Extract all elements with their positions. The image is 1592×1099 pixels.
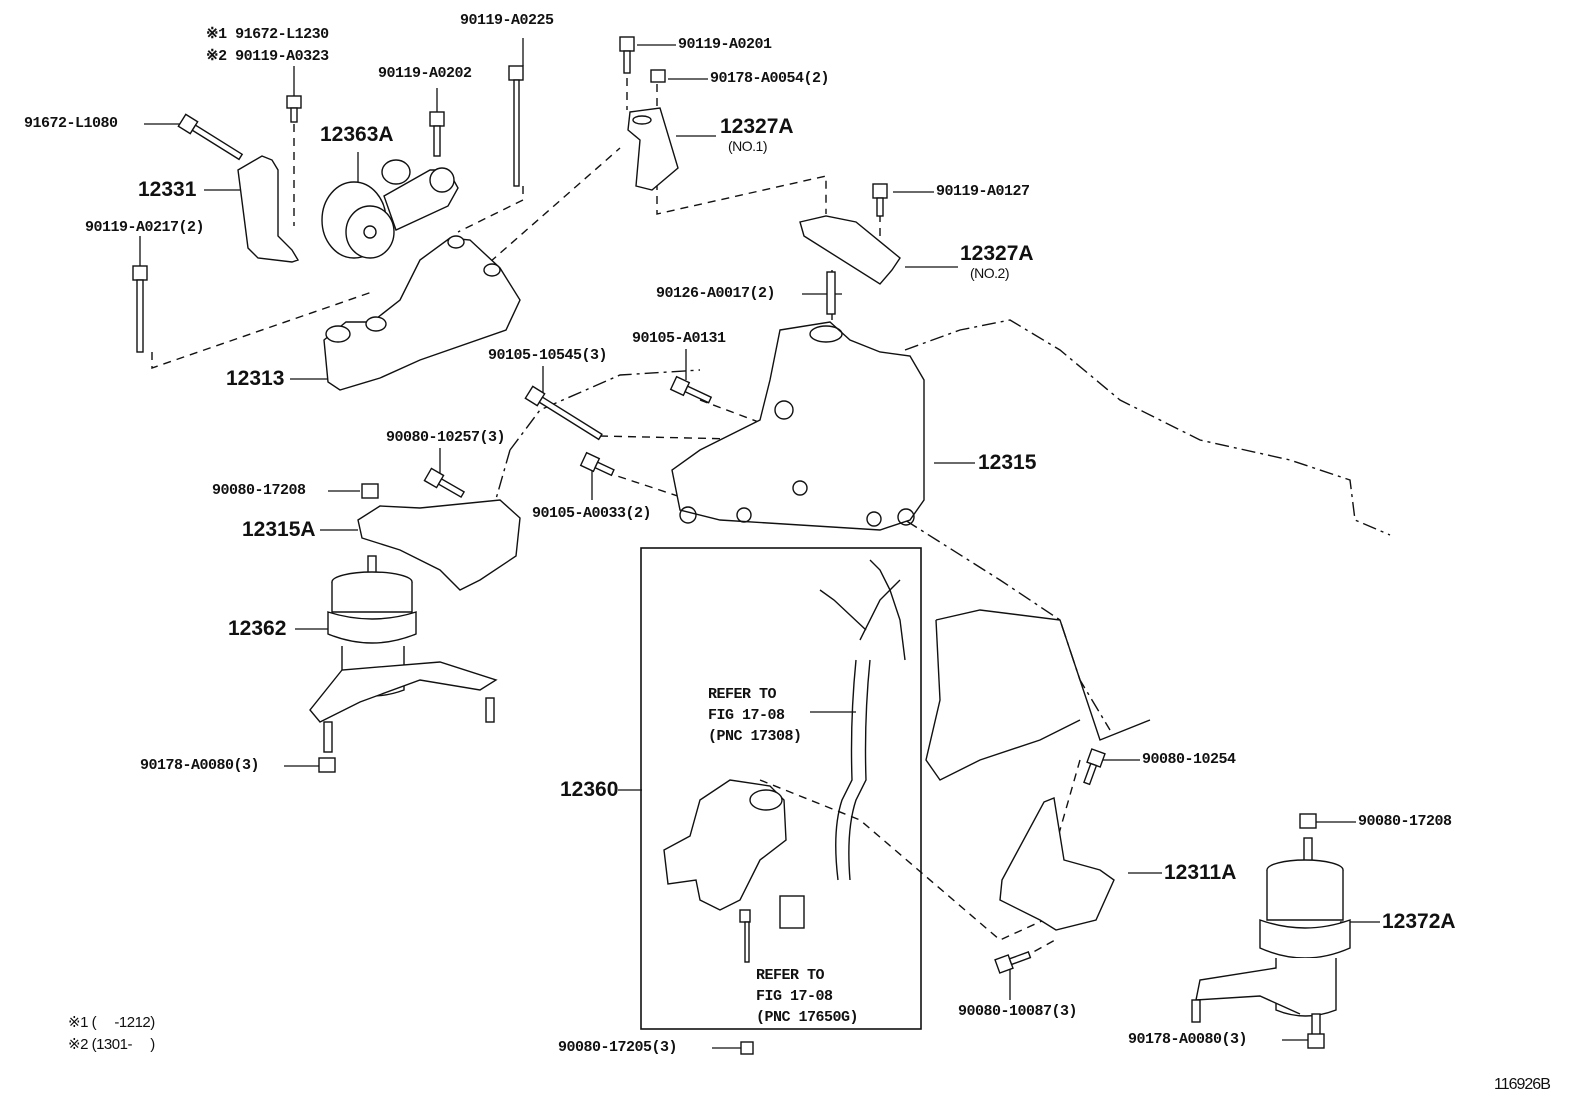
footnote-1: ※1 ( -1212) [68, 1014, 155, 1031]
callout-91672-L1080: 91672-L1080 [24, 115, 118, 132]
callout-90119-A0127: 90119-A0127 [936, 183, 1030, 200]
callout-12315: 12315 [978, 451, 1037, 474]
callout-91672-L1230: ※1 91672-L1230 [206, 26, 329, 43]
callout-90080-10257: 90080-10257(3) [386, 429, 506, 446]
callout-12360: 12360 [560, 778, 619, 801]
callout-90119-A0201: 90119-A0201 [678, 36, 772, 53]
callout-90105-A0131: 90105-A0131 [632, 330, 726, 347]
callout-90080-17208-left: 90080-17208 [212, 482, 306, 499]
refer-note-pnc-17308: REFER TO FIG 17-08 (PNC 17308) [708, 686, 802, 745]
callout-12362: 12362 [228, 617, 287, 640]
callout-12327A-no1: 12327A [720, 115, 794, 138]
callout-12363A: 12363A [320, 123, 394, 146]
leader-lines [139, 38, 1380, 1049]
callout-12372A: 12372A [1382, 910, 1456, 933]
figure-id: 116926B [1494, 1076, 1551, 1093]
callout-12331: 12331 [138, 178, 197, 201]
callout-90080-10087: 90080-10087(3) [958, 1003, 1078, 1020]
callout-12311A: 12311A [1164, 861, 1237, 884]
callout-90119-A0217: 90119-A0217(2) [85, 219, 205, 236]
subassembly-box-12360 [640, 547, 922, 1030]
callout-90178-A0054: 90178-A0054(2) [710, 70, 830, 87]
callout-12327A-no2: 12327A [960, 242, 1034, 265]
callout-90126-A0017: 90126-A0017(2) [656, 285, 776, 302]
callout-90119-A0225: 90119-A0225 [460, 12, 554, 29]
callout-12315A: 12315A [242, 518, 316, 541]
callout-12327A-no2-sub: (NO.2) [970, 265, 1010, 281]
callout-90080-17208-right: 90080-17208 [1358, 813, 1452, 830]
callout-12313: 12313 [226, 367, 285, 390]
callout-90119-A0323: ※2 90119-A0323 [206, 48, 329, 65]
callout-90105-A0033: 90105-A0033(2) [532, 505, 652, 522]
part-shapes [132, 36, 1351, 1055]
refer-note-pnc-17650G: REFER TO FIG 17-08 (PNC 17650G) [756, 967, 859, 1026]
callout-90080-10254: 90080-10254 [1142, 751, 1236, 768]
callout-90119-A0202: 90119-A0202 [378, 65, 472, 82]
callout-90105-10545: 90105-10545(3) [488, 347, 608, 364]
callout-90178-A0080-right: 90178-A0080(3) [1128, 1031, 1248, 1048]
callout-90178-A0080-left: 90178-A0080(3) [140, 757, 260, 774]
callout-12327A-no1-sub: (NO.1) [728, 138, 768, 154]
callout-90080-17205: 90080-17205(3) [558, 1039, 678, 1056]
footnote-2: ※2 (1301- ) [68, 1036, 155, 1053]
